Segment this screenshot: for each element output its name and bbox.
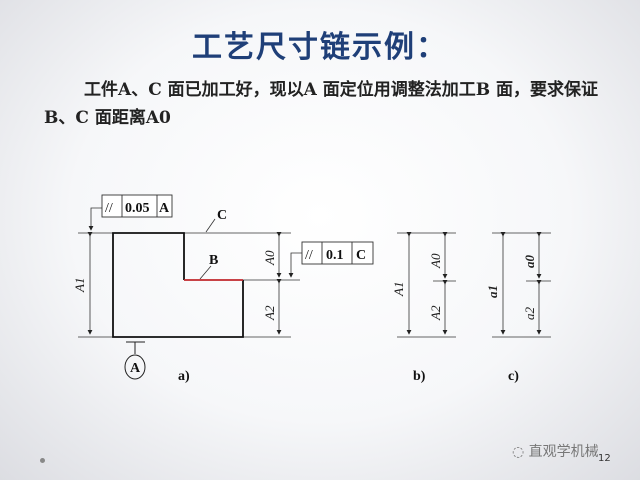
c-label-a0: a0 (522, 255, 537, 269)
caption-c: c) (508, 369, 519, 384)
label-surface-c: C (217, 208, 227, 223)
frame2-datum: C (356, 248, 366, 263)
b-label-a1: A1 (391, 282, 406, 297)
tolerance-frame-1 (101, 194, 173, 218)
problem-description: 工件A、C 面已加工好，现以A 面定位用调整法加工B 面，要求保证B、C 面距离… (44, 80, 599, 128)
c-leader (205, 218, 216, 233)
slide-title: 工艺尺寸链示例： (192, 30, 448, 65)
c-label-a1: a1 (485, 285, 500, 298)
parallelism-symbol-2: // (305, 248, 313, 263)
c-label-a2: a2 (522, 307, 537, 321)
watermark: ◌ 直观学机械 (512, 444, 599, 460)
frame1-value: 0.05 (125, 201, 150, 216)
label-a1: A1 (72, 278, 87, 293)
frame1-leader (88, 207, 102, 231)
parallelism-symbol-1: // (105, 201, 113, 216)
b-leader (199, 265, 212, 280)
slide-bullet-dot (40, 458, 45, 463)
workpiece-outline (112, 232, 244, 338)
wechat-icon: ◌ (512, 444, 529, 460)
datum-a-symbol (124, 341, 146, 380)
label-a0: A0 (262, 250, 277, 266)
frame2-leader (288, 252, 302, 278)
frame2-value: 0.1 (326, 248, 344, 263)
label-a2: A2 (262, 305, 277, 321)
frame1-datum: A (159, 201, 170, 216)
b-label-a2: A2 (428, 305, 443, 321)
b-label-a0: A0 (428, 253, 443, 269)
caption-b: b) (413, 369, 426, 384)
page-number: 12 (598, 453, 611, 464)
tolerance-frame-2 (301, 241, 374, 265)
label-surface-b: B (209, 253, 218, 268)
datum-a-label: A (130, 361, 141, 376)
caption-a: a) (178, 369, 190, 384)
